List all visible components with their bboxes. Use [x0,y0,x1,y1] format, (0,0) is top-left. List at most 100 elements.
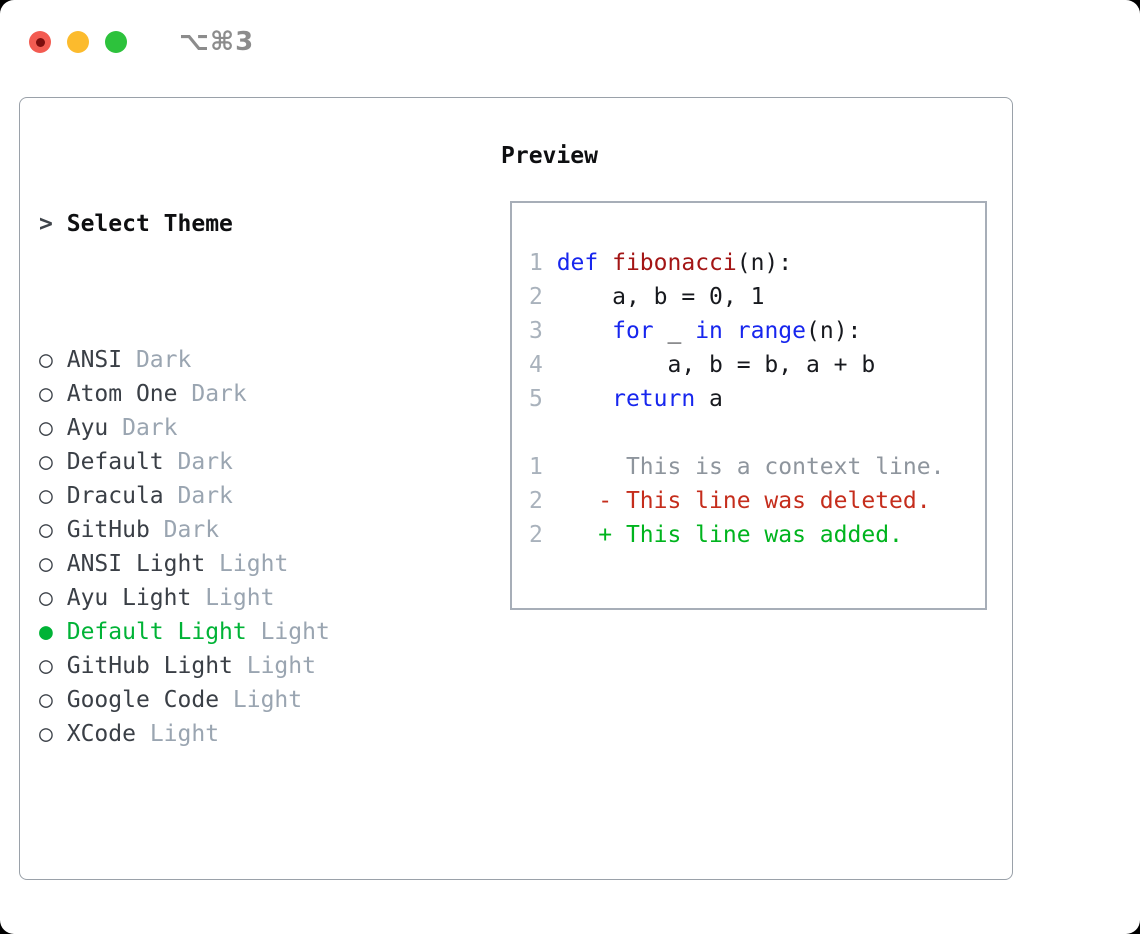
diff-line-context: 1 This is a context line. [529,450,985,484]
radio-icon: ○ [39,483,53,509]
line-number: 2 [529,284,557,310]
radio-icon: ○ [39,653,53,679]
code-token-plain: (n): [736,250,793,276]
preview-heading: Preview [501,143,598,169]
code-token-keyword: def [556,250,599,276]
theme-picker-panel: > Select Theme ○ ANSI Dark○ Atom One Dar… [19,97,1013,880]
theme-option-dracula[interactable]: ○ Dracula Dark [39,479,454,513]
spacer [53,449,67,475]
theme-option-xcode[interactable]: ○ XCode Light [39,717,454,751]
code-token-plain: a, b = 0, 1 [556,284,765,310]
diff-preview-block: 1 This is a context line.2 - This line w… [529,450,985,552]
diff-text-deleted: - This line was deleted. [556,488,931,514]
theme-option-label: Default [66,449,164,475]
code-token-keyword: for [612,318,654,344]
theme-variant-tag: Light [191,585,275,611]
theme-list: ○ ANSI Dark○ Atom One Dark○ Ayu Dark○ De… [39,343,454,751]
theme-variant-tag: Light [205,551,289,577]
radio-icon: ○ [39,449,53,475]
zoom-button[interactable] [105,31,127,53]
theme-option-ayu[interactable]: ○ Ayu Dark [39,411,454,445]
code-line: 1 def fibonacci(n): [529,246,985,280]
theme-option-label: Google Code [66,687,220,713]
radio-icon: ○ [39,517,53,543]
radio-icon: ○ [39,721,53,747]
spacer [53,415,67,441]
spacer [53,347,67,373]
code-token-plain: _ [653,318,696,344]
code-token-keyword: range [736,318,806,344]
spacer [53,517,67,543]
theme-variant-tag: Light [246,619,330,645]
line-number: 2 [529,522,557,548]
theme-option-ansi-light[interactable]: ○ ANSI Light Light [39,547,454,581]
code-token-function: fibonacci [612,250,737,276]
code-token-plain: a [695,386,723,412]
line-number: 3 [529,318,557,344]
theme-option-atom-one[interactable]: ○ Atom One Dark [39,377,454,411]
line-number: 2 [529,488,557,514]
select-theme-title: Select Theme [66,211,233,237]
line-number: 4 [529,352,557,378]
theme-option-default[interactable]: ○ Default Dark [39,445,454,479]
code-token-plain [598,250,612,276]
close-button[interactable] [29,31,51,53]
selected-radio-icon: ● [39,619,53,645]
spacer [53,721,67,747]
theme-option-google-code[interactable]: ○ Google Code Light [39,683,454,717]
line-number: 1 [529,250,557,276]
code-token-plain [723,318,737,344]
theme-variant-tag: Dark [149,517,220,543]
theme-variant-tag: Dark [163,483,233,509]
theme-variant-tag: Dark [177,381,247,407]
close-dot-icon [35,37,45,47]
radio-icon: ○ [39,687,53,713]
spacer [53,381,67,407]
theme-option-label: ANSI Light [66,551,206,577]
theme-option-label: Default Light [66,619,247,645]
diff-line-added: 2 + This line was added. [529,518,985,552]
code-line: 4 a, b = b, a + b [529,348,985,382]
theme-option-github-light[interactable]: ○ GitHub Light Light [39,649,454,683]
code-line: 3 for _ in range(n): [529,314,985,348]
radio-icon: ○ [39,415,53,441]
theme-option-label: GitHub Light [66,653,233,679]
theme-option-label: XCode [66,721,136,747]
code-line: 2 a, b = 0, 1 [529,280,985,314]
keyboard-shortcut-label: ⌥⌘3 [179,27,255,57]
theme-option-ansi[interactable]: ○ ANSI Dark [39,343,454,377]
spacer [53,687,67,713]
radio-icon: ○ [39,347,53,373]
line-number: 1 [529,454,557,480]
theme-option-github[interactable]: ○ GitHub Dark [39,513,454,547]
radio-icon: ○ [39,381,53,407]
line-number: 5 [529,386,557,412]
radio-icon: ○ [39,551,53,577]
apply-to-section: Apply To ● User Settings○ Workspace Sett… [39,887,454,934]
code-token-plain: a, b = b, a + b [556,352,876,378]
theme-option-ayu-light[interactable]: ○ Ayu Light Light [39,581,454,615]
theme-variant-tag: Dark [163,449,233,475]
code-token-keyword: return [612,386,696,412]
spacer [53,585,67,611]
theme-option-default-light[interactable]: ● Default Light Light [39,615,454,649]
diff-text-context: This is a context line. [556,454,945,480]
minimize-button[interactable] [67,31,89,53]
diff-line-deleted: 2 - This line was deleted. [529,484,985,518]
theme-variant-tag: Dark [108,415,178,441]
diff-text-added: + This line was added. [556,522,903,548]
theme-variant-tag: Light [135,721,220,747]
theme-picker-left-column: > Select Theme ○ ANSI Dark○ Atom One Dar… [39,139,454,934]
code-token-plain [557,318,612,344]
theme-option-label: Ayu Light [66,585,192,611]
focus-caret-icon: > [39,211,53,237]
window-titlebar: ⌥⌘3 [29,27,254,57]
spacer [53,483,67,509]
theme-variant-tag: Light [232,653,316,679]
theme-option-label: ANSI [66,347,123,373]
code-token-plain [557,386,612,412]
